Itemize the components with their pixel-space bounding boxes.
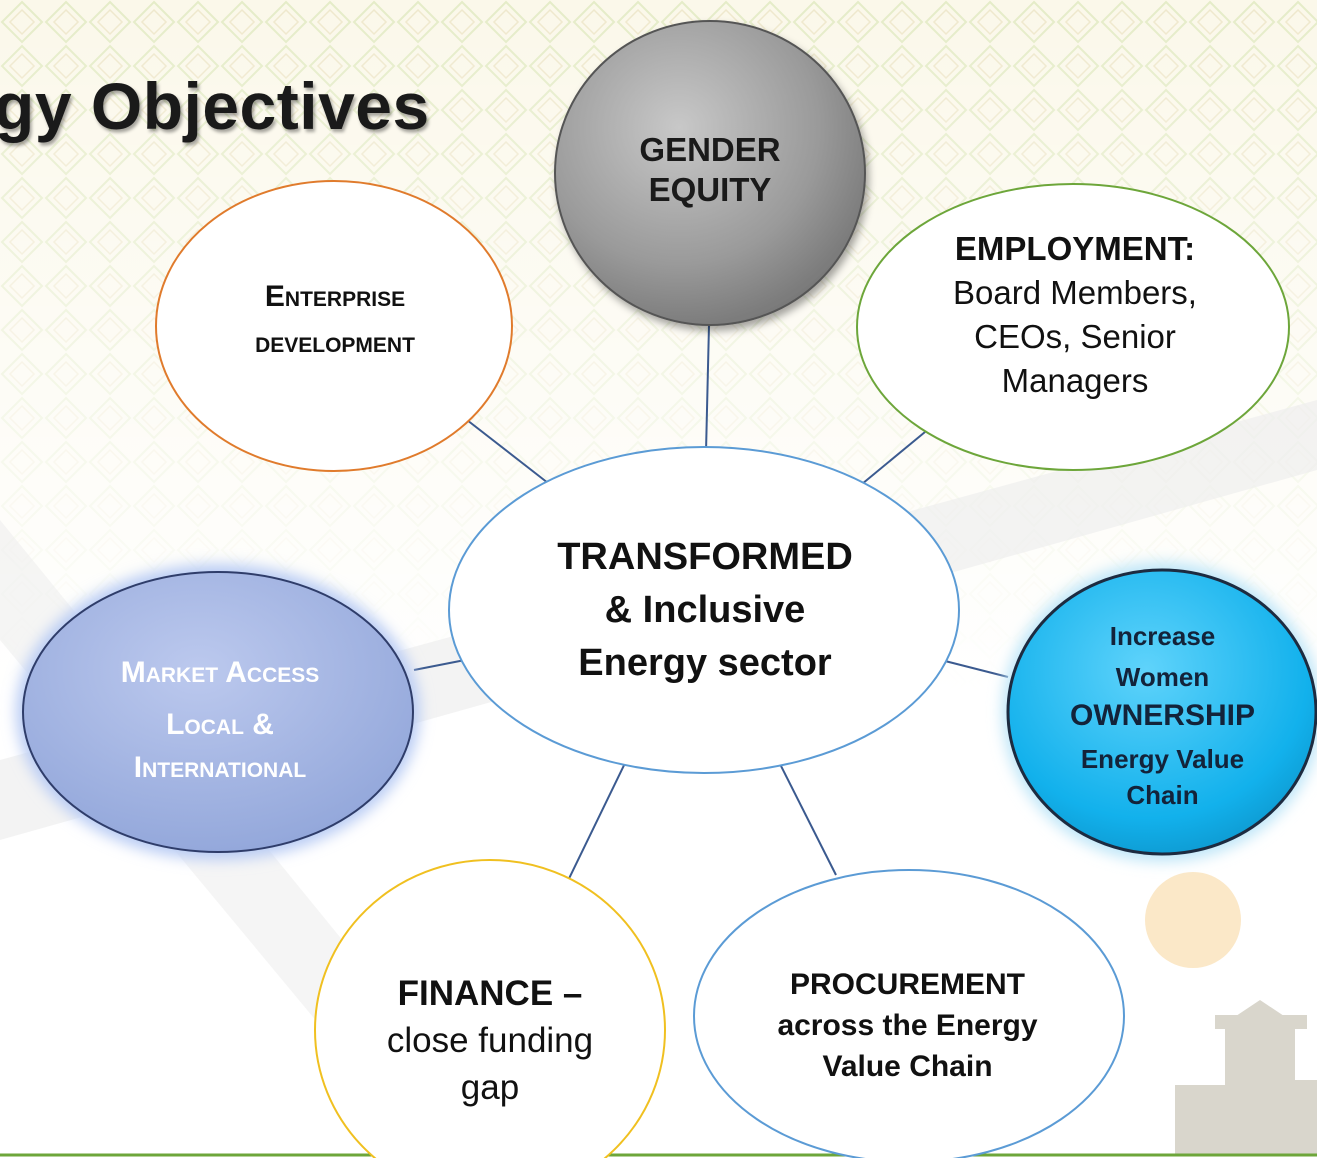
finance-circle	[314, 859, 666, 1158]
ownership-line1: Increase	[1109, 621, 1216, 651]
connector-finance	[561, 756, 629, 894]
center-label: TRANSFORMED & Inclusive Energy sector	[500, 528, 910, 693]
enterprise-line1: Enterprise	[264, 280, 406, 313]
employment-label: EMPLOYMENT: Board Members, CEOs, Senior …	[880, 222, 1270, 407]
employment-line3: Managers	[1001, 361, 1149, 399]
employment-line1: Board Members,	[953, 273, 1197, 311]
market-line3: International	[133, 751, 307, 784]
ownership-line2: Women	[1115, 662, 1210, 692]
employment-line2: CEOs, Senior	[974, 317, 1176, 355]
center-circle	[448, 446, 960, 774]
enterprise-development-circle	[155, 180, 513, 472]
gender-equity-label: GENDER EQUITY	[560, 120, 860, 220]
connector-market	[413, 659, 466, 671]
gender-equity-circle	[554, 20, 866, 326]
employment-circle	[856, 183, 1290, 471]
connector-ownership	[944, 660, 1009, 678]
procurement-line1: PROCUREMENT	[789, 967, 1025, 1001]
ownership-label: Increase Women OWNERSHIP Energy Value Ch…	[1030, 600, 1295, 822]
ownership-line3: OWNERSHIP	[1069, 699, 1255, 732]
enterprise-line2: development	[255, 326, 415, 359]
connector-procurement	[777, 759, 837, 876]
finance-heading: FINANCE –	[397, 973, 583, 1013]
market-access-label: Market Access Local & International	[60, 632, 380, 800]
center-line2: & Inclusive	[604, 589, 806, 631]
connector-employment	[861, 431, 926, 485]
employment-heading: EMPLOYMENT:	[954, 229, 1196, 267]
finance-line2: gap	[460, 1067, 520, 1107]
center-line3: Energy sector	[578, 642, 832, 684]
gender-line1: GENDER	[639, 131, 781, 168]
procurement-line3: Value Chain	[822, 1049, 993, 1083]
procurement-label: PROCUREMENT across the Energy Value Chai…	[730, 960, 1085, 1090]
page-title: gy Objectives	[0, 69, 430, 143]
ownership-line5: Chain	[1126, 780, 1199, 810]
center-line1: TRANSFORMED	[557, 536, 853, 578]
gender-line2: EQUITY	[648, 171, 772, 208]
connector-enterprise	[466, 419, 549, 484]
ownership-circle	[1006, 568, 1317, 856]
finance-line1: close funding	[386, 1020, 594, 1060]
procurement-line2: across the Energy	[777, 1008, 1038, 1042]
ownership-line4: Energy Value	[1080, 744, 1245, 774]
enterprise-development-label: Enterprise development	[190, 265, 480, 375]
market-access-circle	[22, 571, 414, 853]
finance-label: FINANCE – close funding gap	[345, 965, 635, 1115]
market-line2: Local &	[166, 708, 274, 741]
procurement-circle	[693, 869, 1125, 1158]
market-line1: Market Access	[120, 656, 320, 689]
connector-gender	[705, 324, 710, 453]
